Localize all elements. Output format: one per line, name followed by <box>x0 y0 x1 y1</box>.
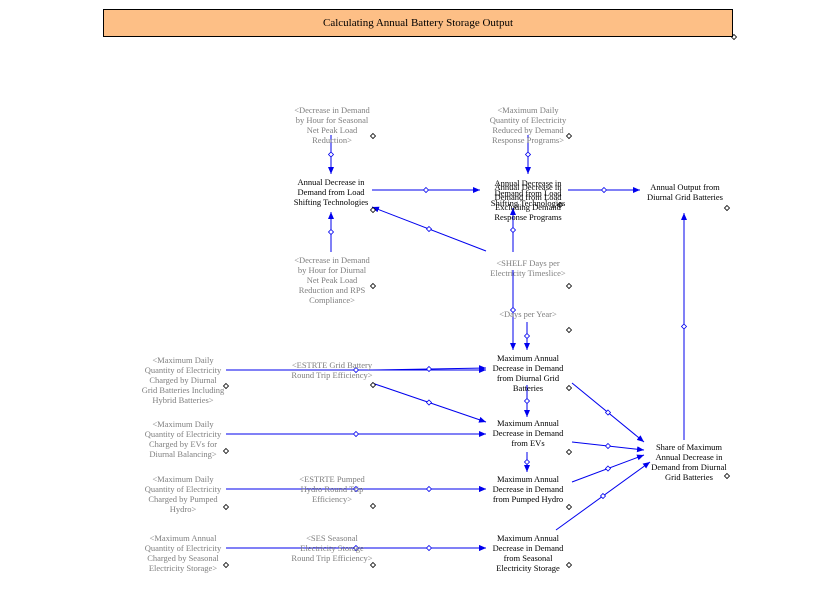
link-grid-to-ev-handle[interactable] <box>523 397 531 405</box>
seasonal-corner-marker <box>369 132 377 140</box>
link-estrte-to-grid-handle[interactable] <box>425 365 433 373</box>
ses-corner-marker <box>369 561 377 569</box>
grid-corner-marker <box>565 384 573 392</box>
node-decrease-seasonal[interactable]: <Decrease in Demand by Hour for Seasonal… <box>294 105 370 145</box>
link-seasonal-to-share-handle[interactable] <box>599 492 607 500</box>
node-max-daily-grid-batteries[interactable]: <Maximum Daily Quantity of Electricity C… <box>141 355 225 405</box>
ev-corner-marker <box>565 448 573 456</box>
diagram-title: Calculating Annual Battery Storage Outpu… <box>103 9 733 37</box>
maxdr-corner-marker <box>565 132 573 140</box>
link-ev-to-hydro-handle[interactable] <box>523 458 531 466</box>
node-max-daily-evs[interactable]: <Maximum Daily Quantity of Electricity C… <box>144 419 222 459</box>
estrtehydro-corner-marker <box>369 502 377 510</box>
share-corner-marker <box>723 472 731 480</box>
link-seasonal-to-ls-handle[interactable] <box>327 151 335 158</box>
maxdailyhydro-corner-marker <box>222 503 230 511</box>
hydro-corner-marker <box>565 503 573 511</box>
link-grid-to-share-handle[interactable] <box>604 409 612 416</box>
link-shelf-to-ls-handle[interactable] <box>425 225 433 233</box>
node-annual-decrease-ls-overlap-a[interactable]: Annual Decrease in Demand from Load Shif… <box>490 178 566 208</box>
node-max-annual-evs[interactable]: Maximum Annual Decrease in Demand from E… <box>492 418 564 448</box>
link-estrtehydro-to-hydro-handle[interactable] <box>425 485 433 493</box>
node-annual-output-diurnal-batteries[interactable]: Annual Output from Diurnal Grid Batterie… <box>646 182 723 202</box>
node-estrte-pumped-hydro[interactable]: <ESTRTE Pumped Hydro Round Trip Efficien… <box>299 474 365 504</box>
node-annual-decrease-ls-excluding-dr[interactable]: Annual Decrease in Demand from Load Excl… <box>494 182 562 222</box>
node-annual-decrease-load-shifting[interactable]: Annual Decrease in Demand from Load Shif… <box>293 177 369 207</box>
shelf-corner-marker <box>565 282 573 290</box>
node-max-daily-pumped-hydro[interactable]: <Maximum Daily Quantity of Electricity C… <box>144 474 222 514</box>
link-ev-to-share-handle[interactable] <box>604 442 612 450</box>
link-maxdailyev-to-ev-handle[interactable] <box>352 430 360 438</box>
node-days-per-year[interactable]: <Days per Year> <box>499 309 557 319</box>
handle-layer <box>222 33 738 569</box>
node-max-annual-seasonal-storage[interactable]: Maximum Annual Decrease in Demand from S… <box>492 533 564 573</box>
link-maxdaily-to-grid-handle[interactable] <box>352 366 360 374</box>
days-corner-marker <box>565 326 573 334</box>
node-max-annual-seasonal-quantity[interactable]: <Maximum Annual Quantity of Electricity … <box>144 533 222 573</box>
link-estrte-to-ev-handle[interactable] <box>425 399 433 406</box>
node-share-max-annual-grid[interactable]: Share of Maximum Annual Decrease in Dema… <box>651 442 727 482</box>
link-ex-to-output-handle[interactable] <box>600 186 608 194</box>
node-estrte-grid-battery[interactable]: <ESTRTE Grid Battery Round Trip Efficien… <box>291 360 373 380</box>
node-ses-seasonal-efficiency[interactable]: <SES Seasonal Electricity Storage Round … <box>291 533 373 563</box>
link-diurnal-to-ls-handle[interactable] <box>327 228 335 236</box>
seasonal-corner-marker-2 <box>565 561 573 569</box>
estrte-corner-marker <box>369 381 377 389</box>
node-max-annual-grid-batteries[interactable]: Maximum Annual Decrease in Demand from D… <box>492 353 564 393</box>
link-seasonalq-to-seasonal-handle[interactable] <box>352 544 360 552</box>
ls-corner-marker <box>369 206 377 214</box>
link-maxdailyhydro-to-hydro-handle[interactable] <box>352 485 360 493</box>
node-shelf-days[interactable]: <SHELF Days per Electricity Timeslice> <box>490 258 566 278</box>
seasonalq-corner-marker <box>222 561 230 569</box>
diurnal-corner-marker <box>369 282 377 290</box>
output-corner-marker <box>723 204 731 212</box>
link-days-to-grid-handle[interactable] <box>523 332 531 340</box>
link-shelf-to-grid-handle[interactable] <box>509 306 517 314</box>
link-ses-to-seasonal-handle[interactable] <box>425 544 433 552</box>
node-max-daily-demand-response[interactable]: <Maximum Daily Quantity of Electricity R… <box>489 105 567 145</box>
link-hydro-to-share-handle[interactable] <box>604 465 612 472</box>
link-share-to-output-handle[interactable] <box>680 323 688 330</box>
ex-corner-marker <box>556 201 564 209</box>
link-shelf-to-ex-handle[interactable] <box>509 226 517 234</box>
node-decrease-diurnal[interactable]: <Decrease in Demand by Hour for Diurnal … <box>294 255 370 305</box>
link-maxdr-to-ex-handle[interactable] <box>524 151 532 158</box>
maxdailyev-corner-marker <box>222 447 230 455</box>
node-max-annual-pumped-hydro[interactable]: Maximum Annual Decrease in Demand from P… <box>492 474 564 504</box>
link-ls-to-ex-handle[interactable] <box>422 186 430 194</box>
maxdailygrid-corner-marker <box>222 382 230 390</box>
